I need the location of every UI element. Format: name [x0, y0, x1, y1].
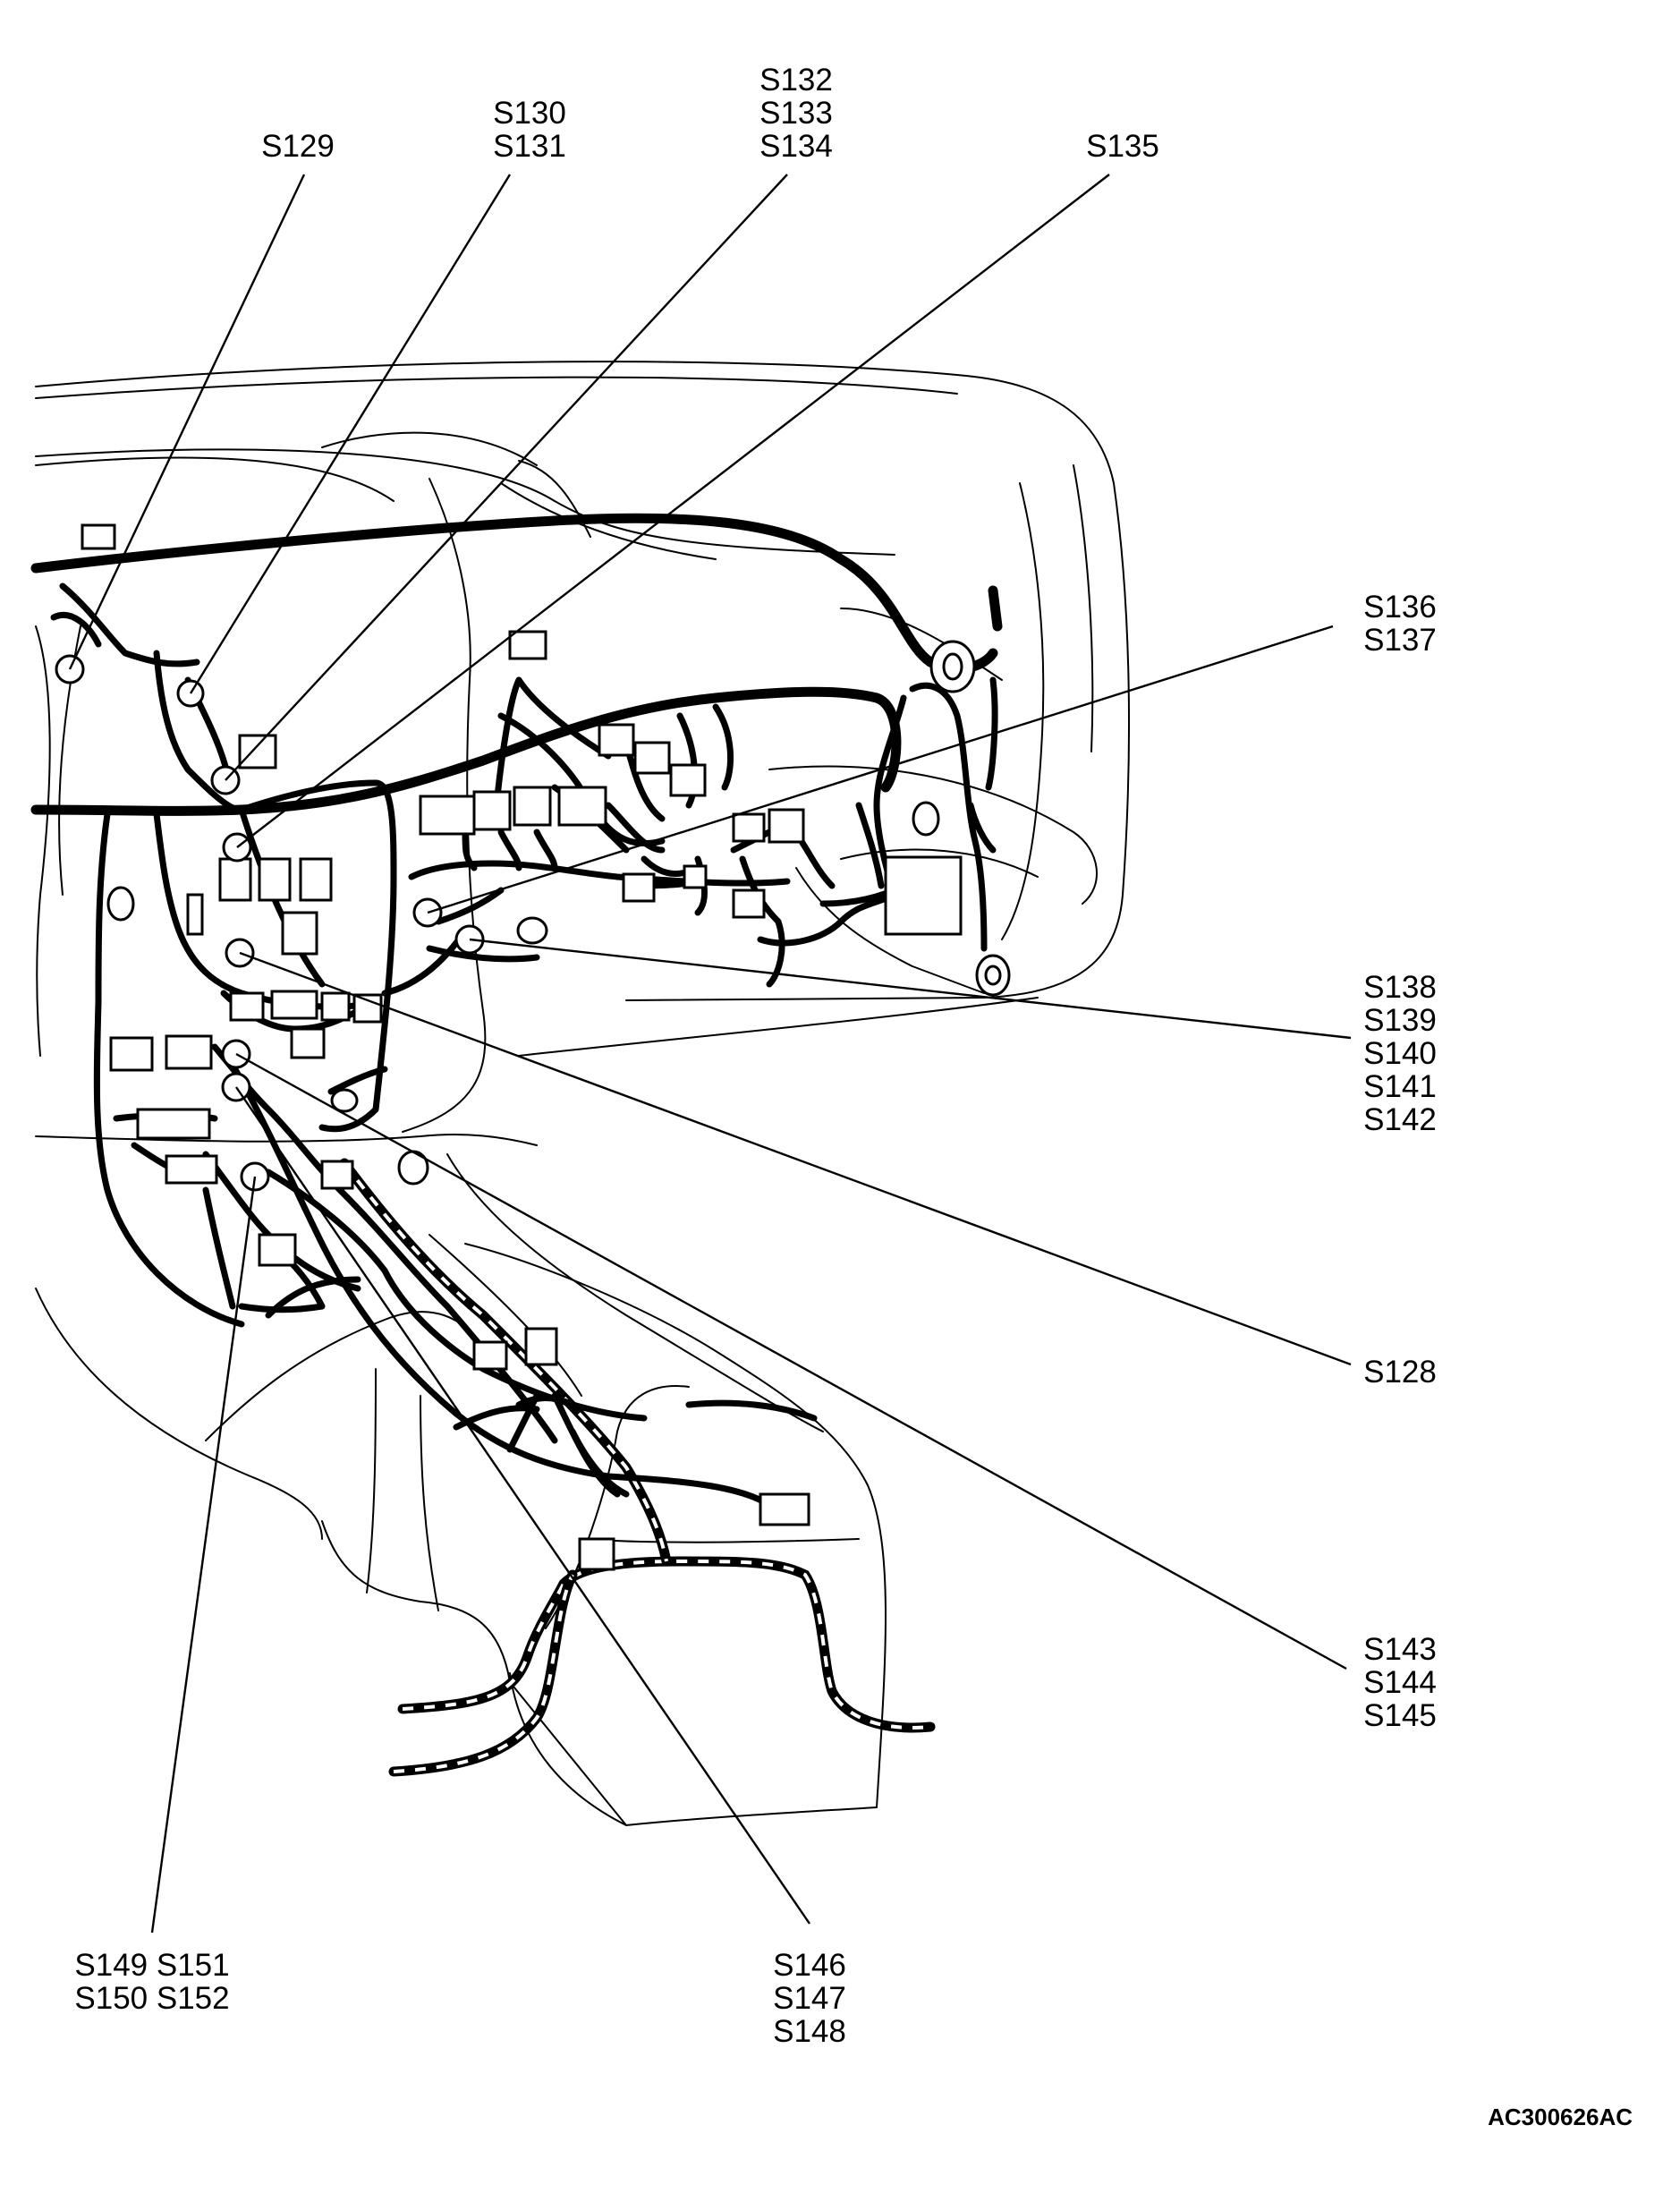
label-s150-s152: S150 S152: [74, 1981, 229, 2016]
label-s146: S146: [773, 1948, 846, 1983]
callout-labels: S129 S130 S131 S132 S133 S134 S135 S136 …: [74, 63, 1436, 2049]
grommets-and-bolts: [106, 640, 1011, 1186]
figure-code: AC300626AC: [1488, 2104, 1633, 2130]
label-s148: S148: [773, 2014, 846, 2049]
label-s133: S133: [759, 96, 833, 131]
instrument-panel-outline: [35, 361, 1131, 1826]
label-s147: S147: [773, 1981, 846, 2016]
label-s130: S130: [493, 96, 566, 131]
label-s141: S141: [1363, 1069, 1437, 1104]
label-s128: S128: [1363, 1355, 1437, 1390]
label-s144: S144: [1363, 1665, 1437, 1700]
label-s131: S131: [493, 129, 566, 164]
label-s134: S134: [759, 129, 833, 164]
label-s132: S132: [759, 63, 833, 98]
label-s138: S138: [1363, 970, 1437, 1005]
label-s140: S140: [1363, 1036, 1437, 1071]
label-s136: S136: [1363, 590, 1437, 625]
label-s135: S135: [1086, 129, 1159, 164]
label-s142: S142: [1363, 1102, 1437, 1137]
label-s139: S139: [1363, 1003, 1437, 1038]
label-s137: S137: [1363, 623, 1437, 658]
taped-harness: [339, 1158, 936, 1777]
label-s143: S143: [1363, 1632, 1437, 1667]
label-s145: S145: [1363, 1698, 1437, 1733]
leader-lines: [68, 174, 1352, 1934]
label-s149-s151: S149 S151: [74, 1948, 229, 1983]
label-s129: S129: [261, 129, 335, 164]
main-harness: [30, 513, 1003, 1516]
connectors: [81, 523, 963, 1571]
